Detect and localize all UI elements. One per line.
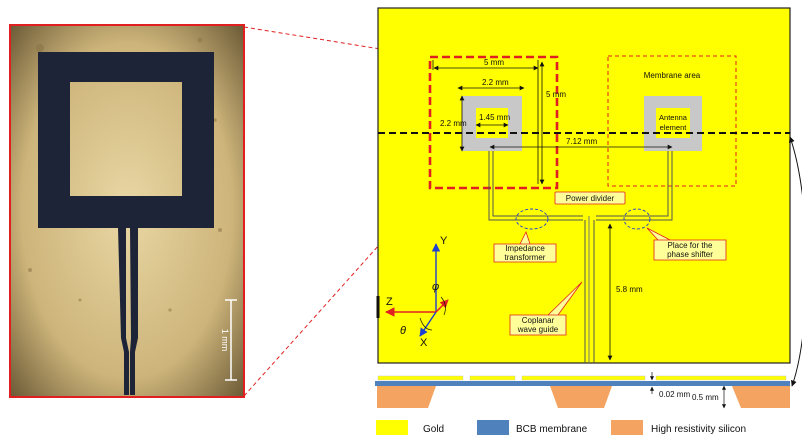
- dim-outer-width: 5 mm: [484, 58, 504, 67]
- legend-label-silicon: High resistivity silicon: [651, 424, 746, 435]
- dimension-lines: [432, 60, 673, 361]
- dim-outer-height: 5 mm: [546, 90, 566, 99]
- antenna-element-label-2: element: [660, 123, 688, 132]
- bcb-membrane-layer: [375, 381, 790, 386]
- legend-label-bcb: BCB membrane: [516, 424, 588, 435]
- coordinate-axes: Y Z X φ θ: [376, 235, 449, 349]
- legend-swatch-gold: [376, 420, 408, 435]
- svg-text:Power divider: Power divider: [566, 194, 615, 203]
- phi-arc: [440, 296, 446, 316]
- dim-membrane-thickness: 0.02 mm: [659, 390, 690, 399]
- dim-left-height: 2.2 mm: [440, 119, 467, 128]
- axis-x-label: X: [420, 337, 428, 349]
- dim-substrate-thickness: 0.5 mm: [692, 393, 719, 402]
- direction-arrow: [435, 299, 449, 313]
- photo-feed-line-right: [130, 228, 138, 395]
- section-link-arrow: [788, 136, 802, 387]
- svg-text:Coplanar: Coplanar: [522, 316, 555, 325]
- legend: Gold BCB membrane High resistivity silic…: [376, 420, 746, 435]
- dim-slot: 1.45 mm: [479, 113, 510, 122]
- phase-shifter-ellipse: [623, 208, 651, 230]
- axis-y-label: Y: [440, 235, 448, 247]
- axis-theta-label: θ: [400, 325, 406, 337]
- photo-feed-line-left: [118, 228, 129, 395]
- svg-text:wave guide: wave guide: [517, 325, 559, 334]
- callout-power-divider: Power divider: [554, 191, 626, 205]
- microscope-photo: 1 mm: [9, 24, 245, 398]
- axis-phi-label: φ: [432, 281, 439, 293]
- legend-swatch-silicon: [611, 420, 643, 435]
- axis-z-label: Z: [386, 296, 393, 308]
- silicon-substrate: [377, 386, 790, 408]
- dim-feed-length: 5.8 mm: [616, 285, 643, 294]
- svg-text:Impedance: Impedance: [505, 244, 545, 253]
- dim-spacing: 7.12 mm: [566, 137, 597, 146]
- feed-network: [488, 151, 673, 363]
- cross-section: 0.02 mm 0.5 mm: [375, 372, 790, 409]
- scale-bar-label: 1 mm: [220, 329, 230, 352]
- antenna-element-label-1: Antenna: [659, 113, 688, 122]
- svg-text:phase shifter: phase shifter: [667, 250, 713, 259]
- membrane-area-left: [428, 55, 559, 190]
- dim-inner-width: 2.2 mm: [482, 78, 509, 87]
- callout-coplanar-waveguide: Coplanar wave guide: [509, 281, 583, 336]
- cross-section-dims: [649, 372, 727, 409]
- theta-arc: [419, 317, 433, 331]
- legend-swatch-bcb: [477, 420, 509, 435]
- svg-text:transformer: transformer: [505, 253, 546, 262]
- membrane-area-label: Membrane area: [644, 71, 701, 80]
- callout-impedance-transformer: Impedance transformer: [493, 230, 557, 263]
- gold-plane: [377, 7, 791, 364]
- callout-phase-shifter: Place for the phase shifter: [646, 227, 727, 261]
- legend-label-gold: Gold: [423, 424, 444, 435]
- layout-schematic: 5 mm 2.2 mm 1.45 mm 2.2 mm 5 mm 7.12 mm …: [376, 7, 802, 387]
- photo-loop-antenna: [38, 52, 214, 228]
- gold-traces: [377, 375, 787, 381]
- svg-text:Place for the: Place for the: [668, 241, 713, 250]
- impedance-ellipse: [515, 208, 549, 230]
- x-axis-arrow: [419, 311, 437, 337]
